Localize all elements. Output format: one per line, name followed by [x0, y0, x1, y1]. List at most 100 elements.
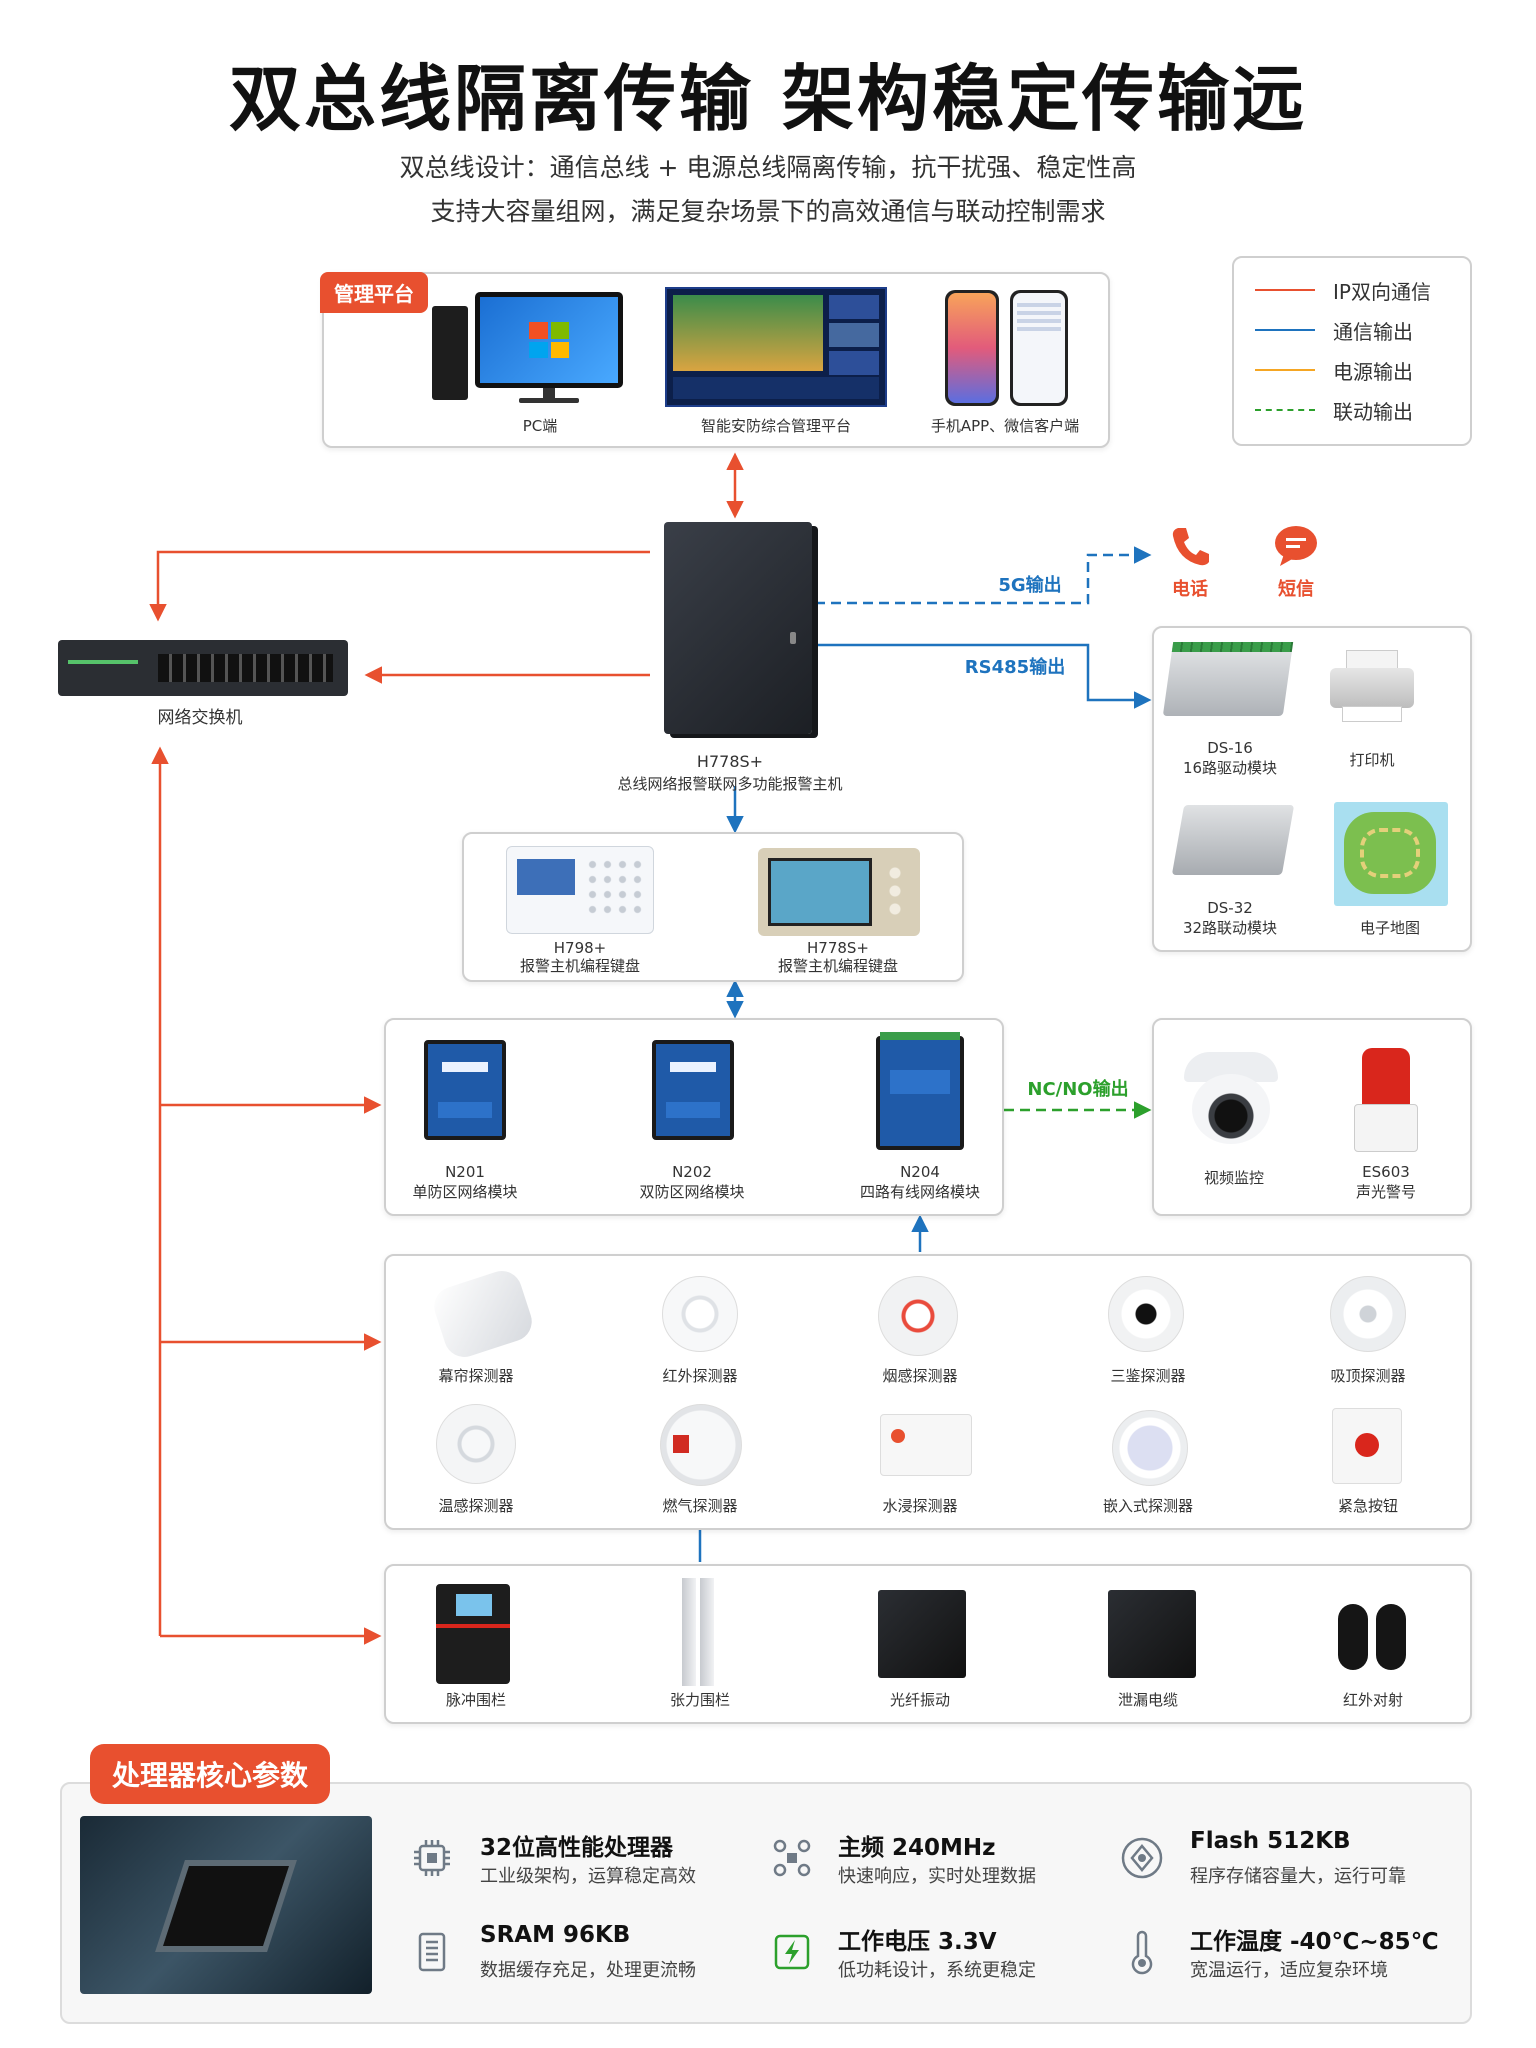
electronic-map-icon — [1334, 802, 1448, 906]
detector-label-gas: 燃气探测器 — [662, 1497, 738, 1515]
h778s-keypad-icon — [758, 848, 920, 936]
legend-item-linkage: 联动输出 — [1255, 395, 1413, 425]
n202-name: 双防区网络模块 — [639, 1183, 745, 1201]
leaky-cable-icon — [1108, 1590, 1196, 1678]
processor-chip-icon — [80, 1816, 372, 1994]
n204-name: 四路有线网络模块 — [859, 1183, 980, 1201]
spec-title-temperature: 工作温度 -40℃~85℃ — [1190, 1929, 1439, 1955]
detector-label-heat: 温感探测器 — [438, 1497, 514, 1515]
perimeter-label-pulse: 脉冲围栏 — [445, 1691, 506, 1709]
smoke-detector-icon — [878, 1276, 958, 1356]
ip-link-host-switch-top — [149, 550, 650, 622]
telephone-label: 电话 — [1172, 579, 1208, 600]
host-model: H778S+ — [696, 752, 764, 771]
spec-title-sram: SRAM 96KB — [480, 1922, 631, 1948]
platform-label: 智能安防综合管理平台 — [700, 417, 851, 435]
h778s-keypad-name: 报警主机编程键盘 — [777, 957, 898, 975]
g5-output-label: 5G输出 — [998, 575, 1062, 596]
spec-desc-voltage: 低功耗设计，系统更稳定 — [838, 1960, 1036, 1981]
legend-swatch-ip — [1255, 289, 1315, 291]
spec-desc-frequency: 快速响应，实时处理数据 — [838, 1866, 1036, 1887]
legend-item-power: 电源输出 — [1255, 355, 1413, 385]
ds32-model: DS-32 — [1207, 899, 1253, 917]
printer-icon — [1330, 650, 1414, 726]
detector-label-triple: 三鉴探测器 — [1110, 1367, 1186, 1385]
detector-label-smoke: 烟感探测器 — [882, 1367, 958, 1385]
sms-icon — [1272, 524, 1320, 568]
ceiling-detector-icon — [1330, 1276, 1406, 1352]
siren-icon — [1350, 1048, 1422, 1152]
legend-swatch-linkage — [1255, 409, 1315, 411]
n201-module-icon — [424, 1040, 506, 1140]
pulse-fence-icon — [436, 1584, 510, 1684]
sram-icon — [408, 1928, 456, 1976]
tension-fence-icon — [682, 1578, 718, 1686]
n201-name: 单防区网络模块 — [412, 1183, 518, 1201]
camera-icon — [1184, 1052, 1278, 1144]
ds16-module-icon — [1162, 642, 1294, 716]
spec-title-flash: Flash 512KB — [1190, 1828, 1351, 1854]
heat-detector-icon — [436, 1404, 516, 1484]
detector-label-emergency: 紧急按钮 — [1337, 1497, 1398, 1515]
perimeter-label-beam: 红外对射 — [1342, 1691, 1403, 1709]
rs485-link — [815, 643, 1152, 709]
rs485-output-label: RS485输出 — [964, 657, 1066, 678]
n202-model: N202 — [672, 1163, 712, 1181]
platform-tag: 管理平台 — [320, 272, 428, 313]
detector-label-embedded: 嵌入式探测器 — [1102, 1497, 1193, 1515]
pc-tower-icon — [432, 306, 468, 400]
pc-label: PC端 — [522, 417, 558, 435]
spec-desc-temperature: 宽温运行，适应复杂环境 — [1190, 1960, 1388, 1981]
subtitle-line-1: 双总线设计：通信总线 + 电源总线隔离传输，抗干扰强、稳定性高 — [399, 153, 1137, 182]
temperature-icon — [1118, 1928, 1166, 1976]
frequency-icon — [768, 1834, 816, 1882]
infrared-beam-icon — [1338, 1604, 1408, 1674]
perimeter-label-leaky: 泄漏电缆 — [1117, 1691, 1178, 1709]
camera-label: 视频监控 — [1203, 1169, 1264, 1187]
legend-box — [1232, 256, 1472, 446]
spec-desc-flash: 程序存储容量大，运行可靠 — [1190, 1866, 1406, 1887]
siren-name: 声光警号 — [1355, 1183, 1416, 1201]
legend-label-power: 电源输出 — [1333, 359, 1413, 384]
h778s-keypad-model: H778S+ — [807, 939, 869, 957]
legend-item-comm: 通信输出 — [1255, 315, 1413, 345]
ds32-module-icon — [1171, 805, 1295, 875]
detector-label-curtain: 幕帘探测器 — [438, 1367, 514, 1385]
detector-label-infrared: 红外探测器 — [662, 1367, 738, 1385]
legend-swatch-comm — [1255, 329, 1315, 331]
perimeter-label-tension: 张力围栏 — [669, 1691, 730, 1709]
gas-detector-icon — [660, 1404, 742, 1486]
h798-keypad-icon — [506, 846, 654, 934]
infrared-detector-icon — [662, 1276, 738, 1352]
cpu-icon — [408, 1834, 456, 1882]
legend-swatch-power — [1255, 369, 1315, 371]
sms-label: 短信 — [1278, 579, 1314, 600]
triple-tech-detector-icon — [1108, 1276, 1184, 1352]
g5-link — [815, 546, 1152, 605]
host-cabinet-icon — [664, 522, 812, 734]
electronic-map-label: 电子地图 — [1359, 919, 1420, 937]
perimeter-label-fiber: 光纤振动 — [889, 1691, 950, 1709]
legend-label-ip: IP双向通信 — [1333, 279, 1431, 304]
app-label: 手机APP、微信客户端 — [930, 417, 1080, 435]
ds16-name: 16路驱动模块 — [1182, 759, 1278, 777]
spec-desc-processor: 工业级架构，运算稳定高效 — [480, 1866, 696, 1887]
spec-desc-sram: 数据缓存充足，处理更流畅 — [480, 1960, 696, 1981]
emergency-button-icon — [1332, 1408, 1402, 1484]
flash-memory-icon — [1118, 1834, 1166, 1882]
subtitle-line-2: 支持大容量组网，满足复杂场景下的高效通信与联动控制需求 — [430, 197, 1106, 226]
platform-screen-icon — [665, 287, 887, 407]
specs-tag: 处理器核心参数 — [90, 1744, 331, 1804]
switch-label: 网络交换机 — [157, 708, 243, 728]
spec-title-frequency: 主频 240MHz — [838, 1835, 996, 1861]
embedded-detector-icon — [1112, 1410, 1188, 1486]
spec-title-voltage: 工作电压 3.3V — [838, 1929, 997, 1955]
legend-label-comm: 通信输出 — [1333, 319, 1413, 344]
ds16-model: DS-16 — [1207, 739, 1253, 757]
phone-wechat-icon — [1010, 290, 1068, 406]
water-leak-detector-icon — [880, 1414, 972, 1476]
pc-monitor-icon — [475, 292, 623, 403]
phone-app-icon — [945, 290, 999, 406]
legend-label-linkage: 联动输出 — [1333, 399, 1413, 424]
